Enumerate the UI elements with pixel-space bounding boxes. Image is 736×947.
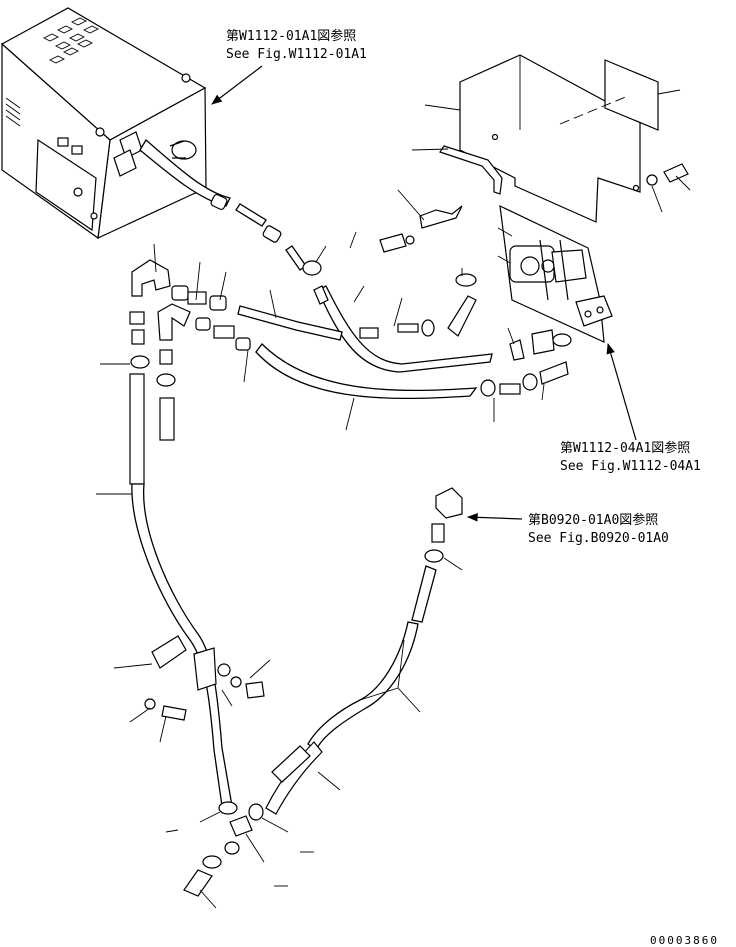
reference-right: 第W1112-04A1図参照 See Fig.W1112-04A1	[560, 342, 701, 474]
document-number: 00003860	[650, 934, 719, 947]
reference-right-arrow	[606, 342, 637, 441]
reference-top: 第W1112-01A1図参照 See Fig.W1112-01A1	[211, 28, 367, 105]
reference-middle-arrow	[466, 513, 523, 522]
reference-top-jp: 第W1112-01A1図参照	[226, 28, 356, 44]
reference-top-arrow	[211, 65, 263, 105]
left-hose	[131, 483, 265, 897]
heater-unit	[0, 7, 207, 240]
reference-middle: 第B0920-01A0図参照 See Fig.B0920-01A0	[466, 512, 669, 546]
reference-middle-en: See Fig.B0920-01A0	[528, 531, 669, 546]
hose-network	[129, 139, 572, 485]
reference-top-en: See Fig.W1112-01A1	[226, 47, 367, 62]
vent-grille	[42, 17, 100, 64]
reference-right-jp: 第W1112-04A1図参照	[560, 440, 690, 456]
cover-assembly	[379, 54, 689, 343]
reference-middle-jp: 第B0920-01A0図参照	[528, 512, 658, 528]
right-hose	[265, 487, 463, 815]
leader-lines	[96, 89, 691, 909]
reference-right-en: See Fig.W1112-04A1	[560, 459, 701, 474]
